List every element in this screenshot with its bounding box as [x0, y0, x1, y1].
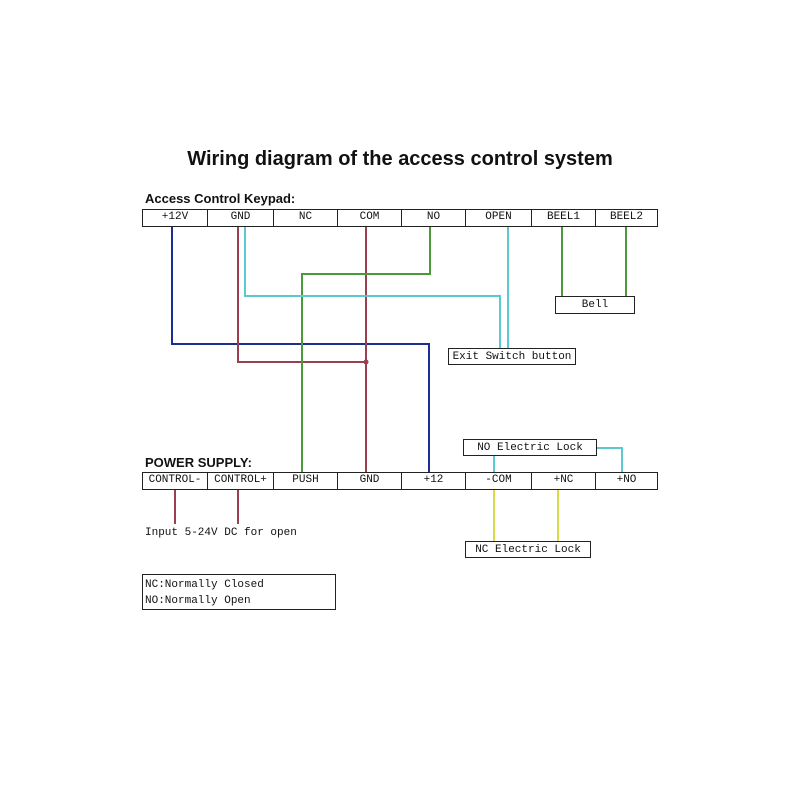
keypad-terminal-row: +12V GND NC COM NO OPEN BEEL1 BEEL2 [142, 209, 658, 227]
ps-terminal-push: PUSH [273, 473, 337, 489]
bell-box: Bell [555, 296, 635, 314]
keypad-terminal-beel1: BEEL1 [531, 210, 595, 226]
keypad-terminal-no: NO [401, 210, 465, 226]
no-electric-lock-box: NO Electric Lock [463, 439, 597, 456]
ps-terminal-control-plus: CONTROL+ [207, 473, 273, 489]
keypad-terminal-12v: +12V [161, 211, 189, 223]
keypad-terminal-gnd: GND [207, 210, 273, 226]
wire-junction [363, 359, 369, 365]
ps-terminal-control-minus: CONTROL- [148, 474, 202, 486]
keypad-terminal-com: COM [337, 210, 401, 226]
ps-terminal-gnd: GND [337, 473, 401, 489]
legend-box: NC:Normally Closed NO:Normally Open [142, 574, 336, 610]
legend-nc: NC:Normally Closed [145, 579, 264, 591]
wire-no-push [301, 227, 431, 472]
wire-gnd [237, 227, 366, 363]
power-supply-terminal-row: CONTROL- CONTROL+ PUSH GND +12 -COM +NC … [142, 472, 658, 490]
legend-no: NO:Normally Open [145, 595, 251, 607]
keypad-terminal-nc: NC [273, 210, 337, 226]
ps-terminal-no: +NO [595, 473, 657, 489]
nc-electric-lock-box: NC Electric Lock [465, 541, 591, 558]
diagram-title: Wiring diagram of the access control sys… [187, 148, 613, 170]
ps-terminal-12: +12 [401, 473, 465, 489]
ps-terminal-nc: +NC [531, 473, 595, 489]
keypad-terminal-beel2: BEEL2 [595, 210, 657, 226]
exit-switch-box: Exit Switch button [448, 348, 576, 365]
keypad-label: Access Control Keypad: [145, 191, 296, 206]
wire-no-nolock [597, 447, 623, 472]
wire-12v [171, 227, 430, 472]
ps-terminal-com: -COM [465, 473, 531, 489]
power-supply-label: POWER SUPPLY: [145, 455, 252, 470]
input-voltage-note: Input 5-24V DC for open [145, 527, 297, 539]
keypad-terminal-open: OPEN [465, 210, 531, 226]
wire-gnd-exit [244, 227, 501, 348]
